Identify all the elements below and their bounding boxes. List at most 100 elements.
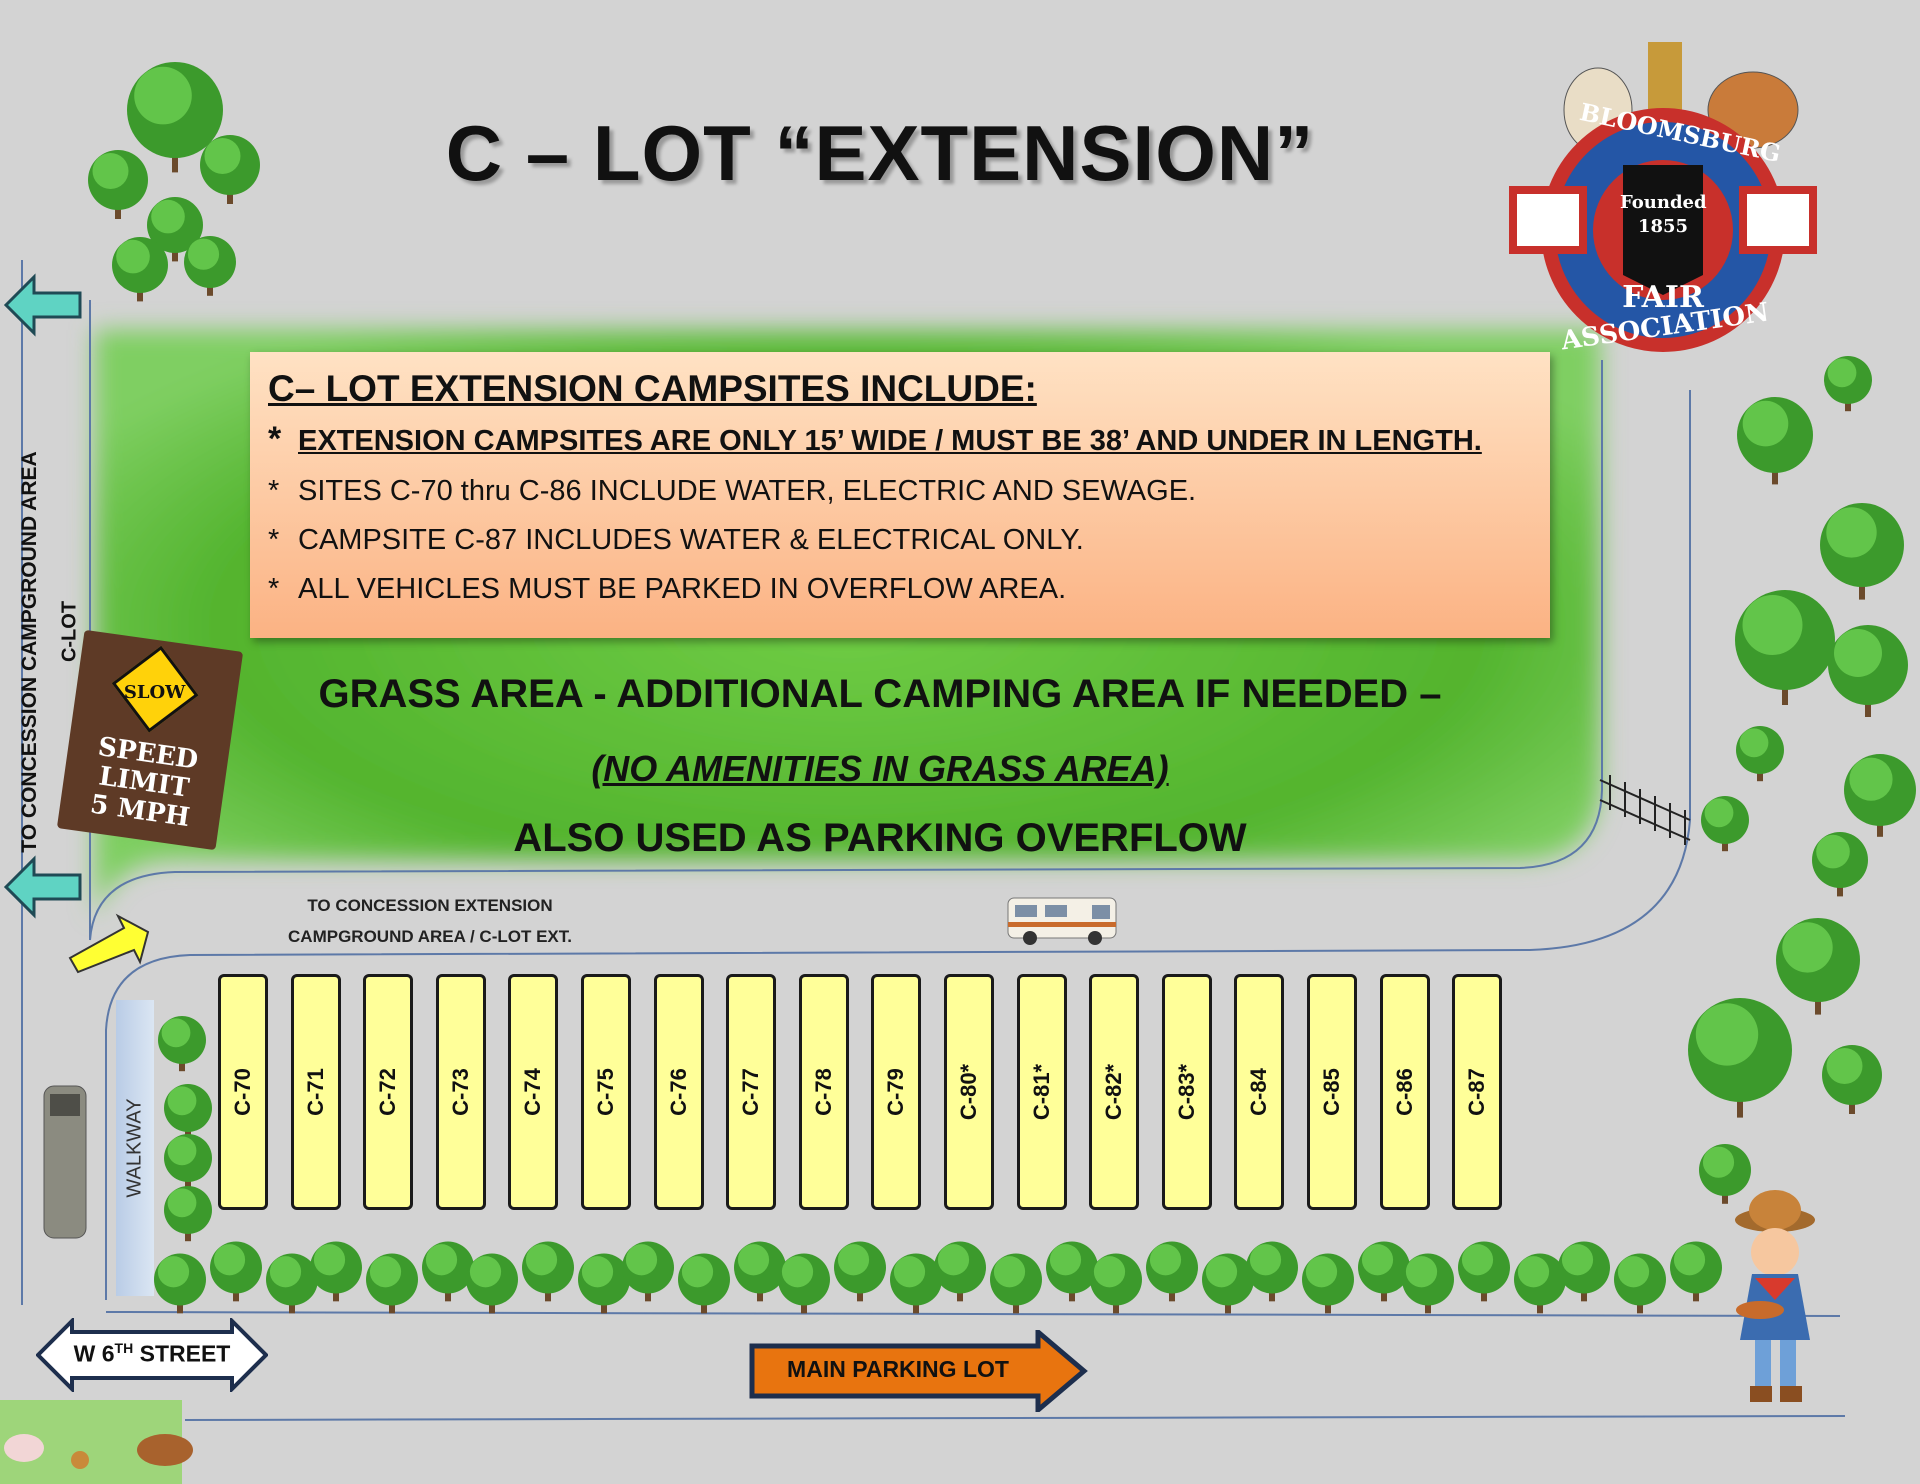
campsite-label: C-73 — [447, 1068, 473, 1116]
campsite-c-81: C-81* — [1016, 974, 1067, 1210]
campsite-c-80: C-80* — [944, 974, 994, 1210]
speed-limit-sign: SLOW SPEED LIMIT 5 MPH — [56, 629, 244, 851]
campsite-label: C-83* — [1173, 1063, 1199, 1121]
tree-icon — [622, 1241, 674, 1302]
tree-icon — [154, 1253, 206, 1314]
road-curve-bottom — [105, 390, 1691, 1300]
tree-icon — [1824, 356, 1872, 412]
campsite-c-77: C-77 — [726, 974, 777, 1210]
campsite-c-74: C-74 — [508, 974, 559, 1210]
tree-icon — [1828, 625, 1908, 717]
logo-mid-text: FAIR — [1622, 280, 1704, 315]
tree-icon — [1614, 1253, 1666, 1314]
tree-icon — [88, 150, 148, 219]
street-sign: W 6TH STREET — [35, 1316, 269, 1394]
tree-icon — [1358, 1241, 1410, 1302]
tree-icon — [1735, 590, 1835, 705]
tree-icon — [184, 236, 236, 296]
campsite-label: C-79 — [883, 1068, 909, 1116]
tree-icon — [678, 1253, 730, 1314]
walkway: WALKWAY — [116, 1000, 154, 1296]
tree-icon — [164, 1186, 212, 1242]
info-bullet-3: *CAMPSITE C-87 INCLUDES WATER & ELECTRIC… — [268, 524, 1084, 556]
tree-icon — [1736, 726, 1784, 782]
tree-icon — [1670, 1241, 1722, 1302]
campsite-c-72: C-72 — [363, 974, 414, 1210]
campsite-label: C-81* — [1028, 1063, 1054, 1121]
tree-icon — [466, 1253, 518, 1314]
rv-icon — [1007, 897, 1117, 945]
campsite-c-85: C-85 — [1307, 974, 1357, 1210]
info-bullet-4: *ALL VEHICLES MUST BE PARKED IN OVERFLOW… — [268, 573, 1067, 605]
arrow-yellow-icon — [68, 913, 150, 974]
campsite-label: C-78 — [810, 1068, 836, 1116]
tree-icon — [1737, 397, 1813, 485]
campsite-label: C-71 — [302, 1068, 328, 1116]
tree-icon — [1458, 1241, 1510, 1302]
tree-icon — [1776, 918, 1860, 1015]
concession-direction-label: TO CONCESSION EXTENSION CAMPGROUND AREA … — [288, 896, 572, 946]
campsite-c-71: C-71 — [290, 974, 341, 1210]
slow-text: SLOW — [123, 682, 186, 704]
campsite-c-86: C-86 — [1379, 974, 1430, 1210]
campsite-label: C-86 — [1391, 1068, 1417, 1116]
campsite-c-84: C-84 — [1234, 974, 1285, 1210]
tree-icon — [210, 1241, 262, 1302]
tree-icon — [1558, 1241, 1610, 1302]
tree-icon — [366, 1253, 418, 1314]
tree-icon — [200, 135, 260, 204]
campsite-label: C-80* — [956, 1063, 981, 1121]
gate-icon — [1599, 775, 1691, 845]
tree-icon — [1822, 1045, 1882, 1114]
parking-overflow-label: ALSO USED AS PARKING OVERFLOW — [513, 816, 1247, 860]
tree-icon — [147, 197, 203, 262]
campsite-label: C-76 — [665, 1068, 691, 1116]
logo-founded-text: Founded — [1620, 192, 1707, 213]
tree-group — [88, 62, 1916, 1314]
campsite-c-79: C-79 — [871, 974, 922, 1210]
vehicle-icon — [43, 1085, 87, 1239]
tree-icon — [778, 1253, 830, 1314]
info-bullet-1: *EXTENSION CAMPSITES ARE ONLY 15’ WIDE /… — [268, 420, 1482, 458]
main-parking-lot-sign: MAIN PARKING LOT — [748, 1326, 1088, 1416]
tree-icon — [890, 1253, 942, 1314]
tree-icon — [127, 62, 223, 173]
street-line-2 — [184, 1415, 1846, 1421]
tree-icon — [422, 1241, 474, 1302]
campsite-label: C-77 — [738, 1068, 764, 1116]
tree-icon — [1090, 1253, 1142, 1314]
campsite-label: C-82* — [1101, 1063, 1127, 1121]
info-heading: C– LOT EXTENSION CAMPSITES INCLUDE: — [268, 368, 1037, 409]
campsite-c-87: C-87 — [1452, 974, 1503, 1210]
tree-icon — [1812, 832, 1868, 897]
campsite-c-75: C-75 — [581, 974, 631, 1210]
farm-animals-icon — [0, 1400, 193, 1484]
tree-icon — [990, 1253, 1042, 1314]
tree-icon — [1302, 1253, 1354, 1314]
campsite-c-70: C-70 — [218, 974, 268, 1210]
grass-area-note: (NO AMENITIES IN GRASS AREA) — [591, 748, 1169, 789]
tree-icon — [1146, 1241, 1198, 1302]
tree-icon — [1688, 998, 1792, 1118]
tree-icon — [1402, 1253, 1454, 1314]
tree-icon — [522, 1241, 574, 1302]
tree-icon — [1046, 1241, 1098, 1302]
tree-icon — [1844, 754, 1916, 837]
campsite-c-73: C-73 — [435, 974, 486, 1210]
campsite-c-82: C-82* — [1089, 974, 1140, 1210]
tree-icon — [1514, 1253, 1566, 1314]
fair-association-logo: BLOOMSBURG Founded 1855 FAIR ASSOCIATION — [1508, 40, 1818, 370]
tree-icon — [734, 1241, 786, 1302]
tree-icon — [310, 1241, 362, 1302]
tree-icon — [266, 1253, 318, 1314]
info-bullet-2: *SITES C-70 thru C-86 INCLUDE WATER, ELE… — [268, 475, 1197, 507]
campsite-info-box: C– LOT EXTENSION CAMPSITES INCLUDE: *EXT… — [250, 352, 1550, 638]
campsite-label: C-87 — [1464, 1068, 1490, 1116]
campsite-label: C-84 — [1246, 1068, 1272, 1116]
tree-icon — [158, 1016, 206, 1072]
tree-icon — [834, 1241, 886, 1302]
campsite-c-76: C-76 — [653, 974, 704, 1210]
tree-icon — [578, 1253, 630, 1314]
street-line-1 — [105, 1311, 1841, 1317]
campsite-label: C-85 — [1319, 1068, 1344, 1116]
